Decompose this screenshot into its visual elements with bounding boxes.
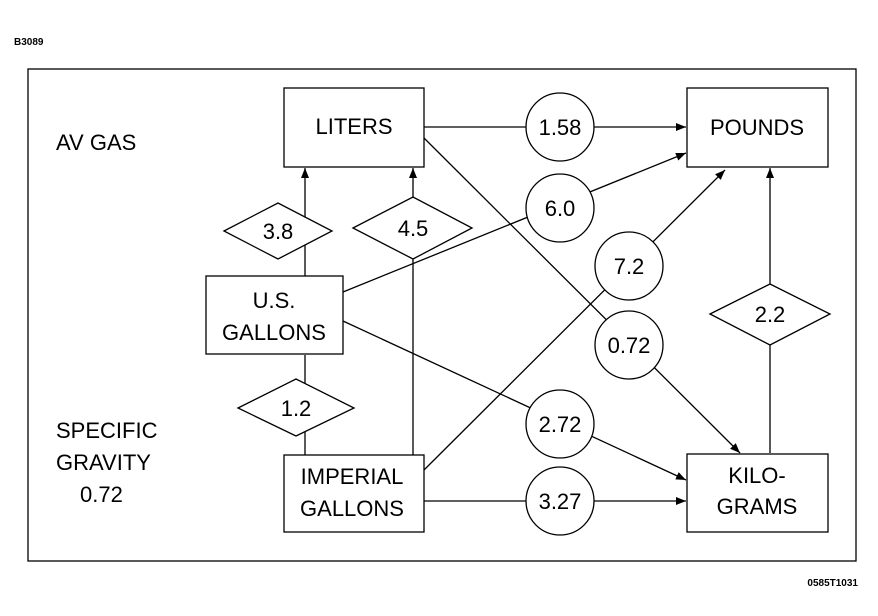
- factor-usgal-to-kilograms-value: 2.72: [539, 412, 582, 437]
- factor-usgal-to-kilograms: 2.72: [525, 389, 595, 459]
- factor-usgal-impgal-value: 1.2: [281, 396, 312, 421]
- box-liters: LITERS: [283, 87, 425, 168]
- gravity-label-line2: GRAVITY: [56, 450, 151, 475]
- factor-kilograms-to-pounds-value: 2.2: [755, 302, 786, 327]
- factor-impgal-to-pounds: 7.2: [594, 231, 664, 301]
- factor-liters-to-kilograms: 0.72: [594, 310, 664, 380]
- factor-impgal-to-kilograms: 3.27: [525, 466, 595, 536]
- connectors: [301, 123, 774, 505]
- arrow-impgal-pounds: [423, 169, 726, 471]
- gravity-label-line3: 0.72: [80, 482, 123, 507]
- factor-impgal-to-liters: 4.5: [351, 196, 474, 260]
- box-imperial-gallons-line1: IMPERIAL: [301, 464, 404, 489]
- factor-liters-to-pounds-value: 1.58: [539, 115, 582, 140]
- box-liters-label: LITERS: [315, 114, 392, 139]
- factor-impgal-to-pounds-value: 7.2: [614, 254, 645, 279]
- arrow-liters-kilograms: [423, 137, 741, 454]
- factor-usgal-to-pounds-value: 6.0: [545, 196, 576, 221]
- factor-kilograms-to-pounds: 2.2: [708, 283, 832, 346]
- box-us-gallons-line2: GALLONS: [222, 320, 326, 345]
- factor-impgal-to-liters-value: 4.5: [398, 216, 429, 241]
- diagram-frame: [27, 68, 857, 562]
- arrow-usgal-pounds: [342, 152, 687, 293]
- box-imperial-gallons-line2: GALLONS: [300, 496, 404, 521]
- figure-code: B3089: [14, 37, 44, 48]
- factor-usgal-to-pounds: 6.0: [525, 173, 595, 243]
- box-us-gallons: U.S. GALLONS: [205, 275, 344, 355]
- box-kilograms-line1: KILO-: [728, 463, 785, 488]
- box-pounds: POUNDS: [686, 87, 829, 168]
- factor-liters-to-kilograms-value: 0.72: [608, 333, 651, 358]
- arrow-usgal-kilograms: [342, 320, 687, 481]
- box-pounds-label: POUNDS: [710, 115, 804, 140]
- gravity-label-line1: SPECIFIC: [56, 418, 158, 443]
- box-imperial-gallons: IMPERIAL GALLONS: [283, 454, 425, 533]
- factor-usgal-to-liters: 3.8: [222, 202, 334, 260]
- factor-impgal-to-kilograms-value: 3.27: [539, 489, 582, 514]
- fuel-label: AV GAS: [56, 130, 136, 155]
- box-kilograms-line2: GRAMS: [717, 494, 798, 519]
- factor-liters-to-pounds: 1.58: [525, 92, 595, 162]
- figure-reference: 0585T1031: [807, 578, 858, 589]
- box-kilograms: KILO- GRAMS: [686, 453, 829, 533]
- box-us-gallons-line1: U.S.: [253, 288, 296, 313]
- factor-usgal-to-liters-value: 3.8: [263, 219, 294, 244]
- factor-usgal-impgal: 1.2: [236, 378, 356, 437]
